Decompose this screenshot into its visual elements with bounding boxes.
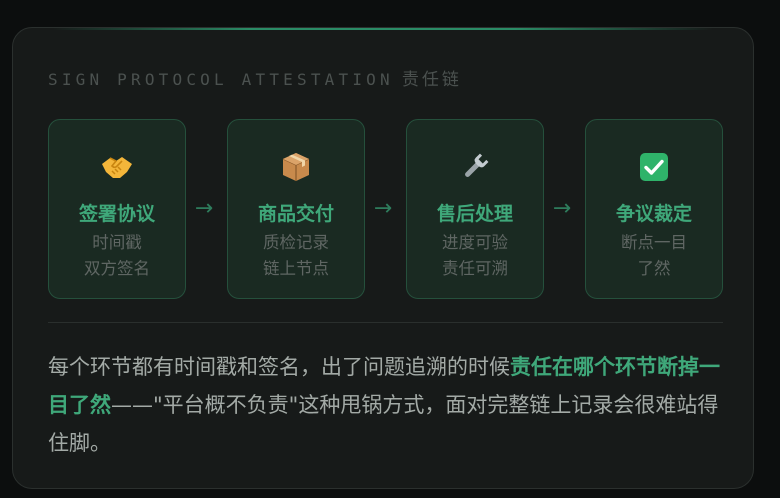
step-detail-line: 质检记录 [263,233,329,252]
step-detail: 时间戳 双方签名 [49,230,185,282]
description-text: 每个环节都有时间戳和签名，出了问题追溯的时候 [48,355,510,379]
description-highlight: 责任在哪个环节断掉一目了然 [48,355,720,417]
package-icon [228,150,364,184]
step-detail-line: 了然 [637,259,671,278]
step-detail-line: 责任可溯 [442,259,508,278]
step-detail-line: 链上节点 [263,259,329,278]
step-dispute-ruling: 争议裁定 断点一目 了然 [585,119,723,299]
card-title: SIGN PROTOCOL ATTESTATION 责任链 [48,65,462,90]
step-sign-agreement: 签署协议 时间戳 双方签名 [48,119,186,299]
description-text: ——"平台概不负责"这种甩锅方式，面对完整链上记录会很难站得住脚。 [48,393,719,455]
step-detail: 断点一目 了然 [586,230,722,282]
flow-arrow: → [194,196,214,221]
step-after-sales: 售后处理 进度可验 责任可溯 [406,119,544,299]
handshake-icon [49,150,185,184]
step-label: 售后处理 [436,203,513,225]
title-zh: 责任链 [401,70,462,90]
divider [48,322,723,323]
step-label: 商品交付 [257,203,334,225]
step-goods-delivery: 商品交付 质检记录 链上节点 [227,119,365,299]
attestation-card: SIGN PROTOCOL ATTESTATION 责任链 签署协议 时间戳 双方… [12,27,754,489]
step-detail: 进度可验 责任可溯 [407,230,543,282]
step-detail-line: 断点一目 [621,233,687,252]
step-label: 签署协议 [78,203,155,225]
title-en: SIGN PROTOCOL ATTESTATION [48,70,394,89]
description: 每个环节都有时间戳和签名，出了问题追溯的时候责任在哪个环节断掉一目了然——"平台… [48,348,728,462]
wrench-icon [407,150,543,184]
step-detail-line: 时间戳 [92,233,142,252]
check-mark-icon [586,150,722,184]
step-detail: 质检记录 链上节点 [228,230,364,282]
step-detail-line: 双方签名 [84,259,150,278]
flow-arrow: → [552,196,572,221]
step-detail-line: 进度可验 [442,233,508,252]
step-label: 争议裁定 [615,203,692,225]
flow-arrow: → [373,196,393,221]
